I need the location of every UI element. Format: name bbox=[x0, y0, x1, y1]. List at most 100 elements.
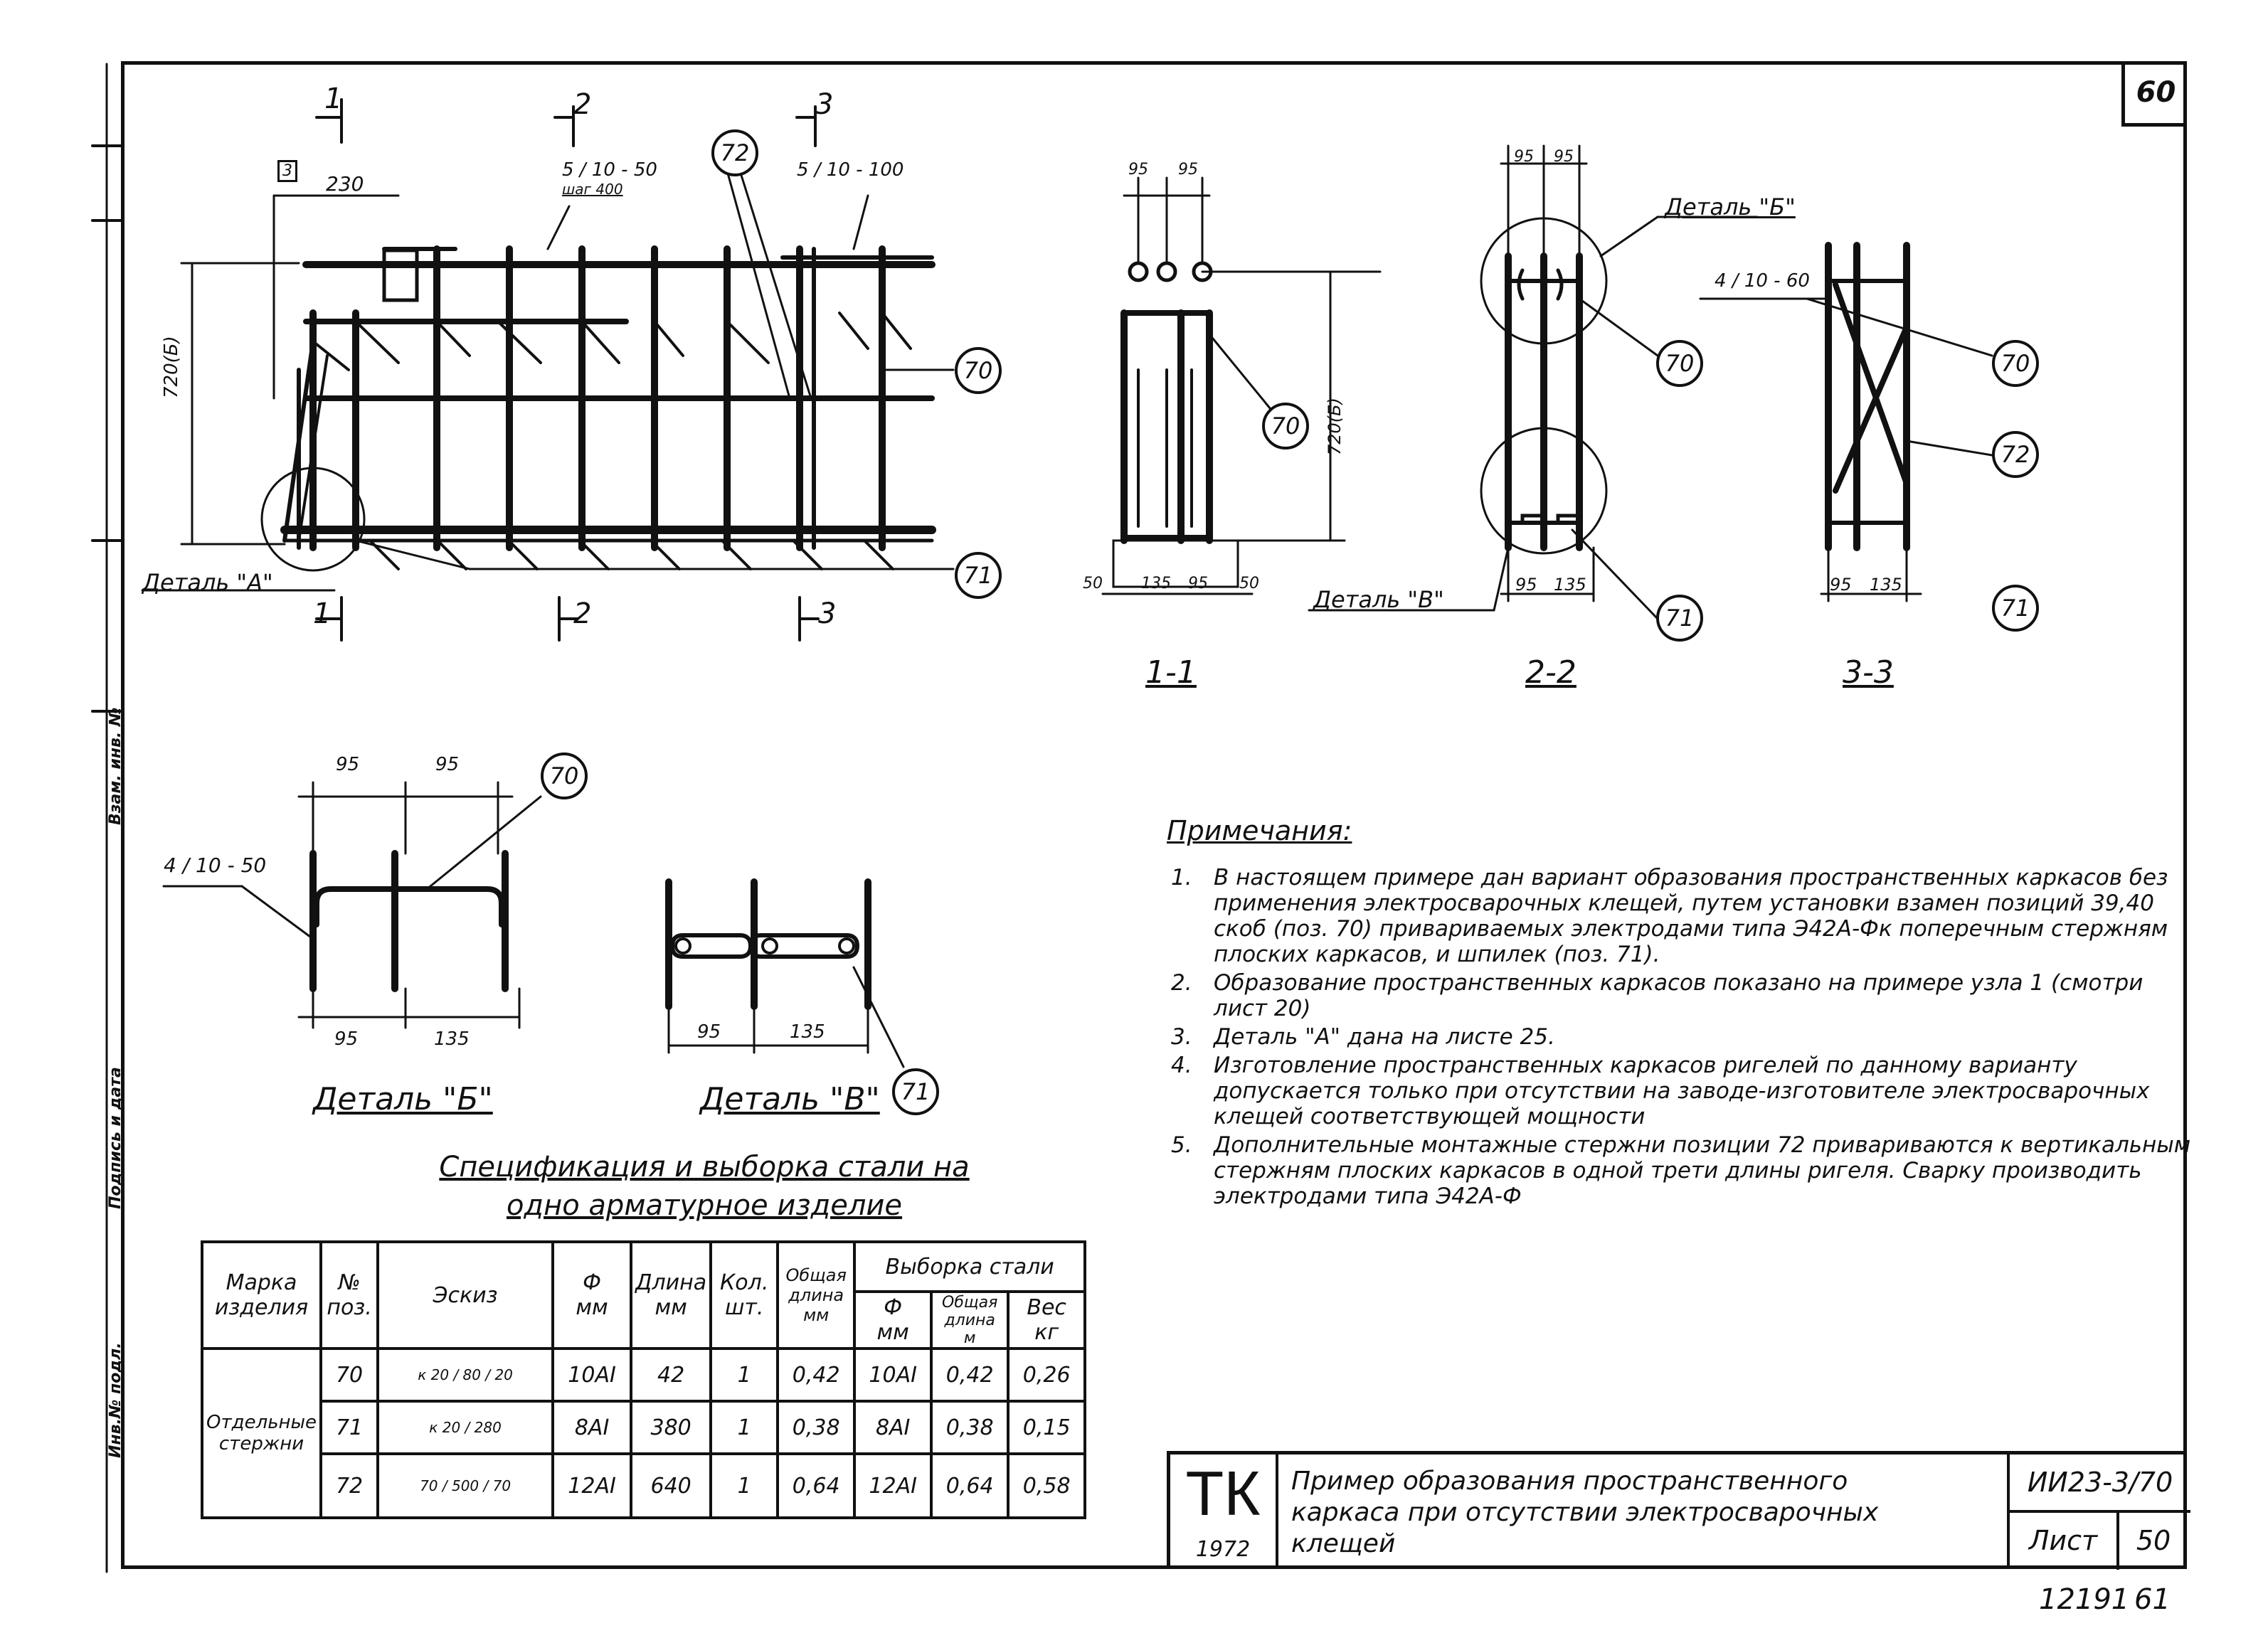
section-mark-3-bottom: 3 bbox=[818, 597, 837, 630]
note-number: 2. bbox=[1171, 970, 1192, 996]
header-selection: Выборка стали bbox=[853, 1240, 1087, 1293]
section-3-dim-bottom-2: 135 bbox=[1870, 575, 1902, 595]
section-mark-1-top: 1 bbox=[324, 83, 343, 115]
notes: Примечания: 1. В настоящем примере дан в… bbox=[1167, 815, 2191, 1212]
notes-title: Примечания: bbox=[1167, 815, 1352, 846]
cell-sel-dia: 12АI bbox=[853, 1452, 933, 1519]
detail-b-bar-label: 4 / 10 - 50 bbox=[164, 853, 267, 877]
header-sel-dia-label: Ф bbox=[884, 1295, 903, 1320]
note-text: Деталь "А" дана на листе 25. bbox=[1214, 1024, 1555, 1050]
bar-label-1: 5 / 10 - 50 bbox=[562, 159, 657, 181]
note-number: 3. bbox=[1171, 1024, 1192, 1050]
section-mark-3-top: 3 bbox=[815, 88, 834, 121]
bar-label-1-sub: шаг 400 bbox=[562, 181, 623, 198]
title-block-title: Пример образования пространственного кар… bbox=[1291, 1467, 1879, 1558]
note-item: 5. Дополнительные монтажные стержни пози… bbox=[1167, 1132, 2191, 1209]
detail-b-dim-bottom-1: 95 bbox=[334, 1028, 359, 1050]
bar-label-2: 5 / 10 - 100 bbox=[797, 159, 904, 181]
mark-box: 3 bbox=[277, 160, 297, 182]
bottom-page-number: 61 bbox=[2134, 1583, 2171, 1616]
header-dia: Ф мм bbox=[551, 1240, 633, 1350]
bubble-72-elevation: 72 bbox=[711, 129, 758, 176]
bottom-stamp: 12191 bbox=[2039, 1583, 2130, 1616]
note-number: 5. bbox=[1171, 1132, 1192, 1158]
section-mark-1-bottom: 1 bbox=[313, 597, 332, 630]
section-1-dim-bottom-3: 95 bbox=[1188, 575, 1208, 592]
cell-total: 0,64 bbox=[776, 1452, 857, 1519]
dim-height-elevation: 720(Б) bbox=[161, 336, 182, 398]
detail-b-drawing bbox=[162, 781, 542, 1029]
title-block-year: 1972 bbox=[1195, 1537, 1251, 1562]
detail-v-dim-bottom-2: 135 bbox=[790, 1021, 825, 1043]
section-1-dim-top-1: 95 bbox=[1128, 161, 1148, 179]
detail-v-dim-bottom-1: 95 bbox=[697, 1021, 721, 1043]
note-text: Дополнительные монтажные стержни позиции… bbox=[1214, 1132, 2191, 1209]
section-2-dim-bottom-2: 135 bbox=[1554, 575, 1586, 595]
note-item: 3. Деталь "А" дана на листе 25. bbox=[1167, 1024, 2191, 1050]
spec-table: Марка изделия № поз. Эскиз Ф мм Длина мм… bbox=[200, 1240, 1087, 1519]
header-pos: № поз. bbox=[319, 1240, 380, 1350]
section-mark-2-bottom: 2 bbox=[573, 597, 592, 630]
cell-dia: 10АI bbox=[551, 1347, 633, 1403]
section-2-detail-v-label: Деталь "В" bbox=[1313, 586, 1444, 613]
table-row: 72 70 / 500 / 70 12АI 640 1 0,64 12АI 0,… bbox=[202, 1452, 1087, 1519]
bubble-71-elevation: 71 bbox=[955, 552, 1002, 599]
title-block-right: ИИ23-3/70 Лист 50 bbox=[2007, 1454, 2190, 1570]
cell-dia: 12АI bbox=[551, 1452, 633, 1519]
header-qty: Кол. шт. bbox=[709, 1240, 780, 1350]
cell-qty: 1 bbox=[709, 1400, 780, 1455]
header-total-length-label: Общая длина bbox=[785, 1265, 847, 1305]
sheet-frame bbox=[121, 61, 2187, 1569]
section-2-2-drawing bbox=[1308, 144, 1759, 620]
detail-b-caption: Деталь "Б" bbox=[313, 1081, 493, 1117]
cell-qty: 1 bbox=[709, 1347, 780, 1403]
cell-weight: 0,58 bbox=[1007, 1452, 1087, 1519]
header-sel-dia-unit: мм bbox=[876, 1320, 909, 1345]
section-3-dim-bottom-1: 95 bbox=[1830, 575, 1852, 595]
note-number: 4. bbox=[1171, 1053, 1192, 1078]
cell-sel-length: 0,42 bbox=[930, 1347, 1010, 1403]
section-2-caption: 2-2 bbox=[1525, 654, 1577, 691]
note-item: 1. В настоящем примере дан вариант образ… bbox=[1167, 865, 2191, 967]
note-text: В настоящем примере дан вариант образова… bbox=[1214, 865, 2168, 967]
header-length: Длина мм bbox=[630, 1240, 713, 1350]
section-1-dim-top-2: 95 bbox=[1178, 161, 1198, 179]
cell-sel-length: 0,38 bbox=[930, 1400, 1010, 1455]
note-item: 4. Изготовление пространственных каркасо… bbox=[1167, 1053, 2191, 1129]
header-mark: Марка изделия bbox=[200, 1240, 323, 1350]
section-1-dim-bottom-1: 50 bbox=[1083, 575, 1103, 592]
spec-title-line-2: одно арматурное изделие bbox=[506, 1189, 903, 1222]
cell-length: 640 bbox=[630, 1452, 713, 1519]
bubble-70-elevation: 70 bbox=[955, 347, 1002, 394]
table-row: 71 к 20 / 280 8АI 380 1 0,38 8АI 0,38 0,… bbox=[202, 1400, 1087, 1455]
detail-b-dim-top-1: 95 bbox=[336, 754, 360, 775]
detail-b-dim-bottom-2: 135 bbox=[434, 1028, 470, 1050]
note-text: Образование пространственных каркасов по… bbox=[1214, 970, 2144, 1021]
cell-sel-dia: 10АI bbox=[853, 1347, 933, 1403]
cell-sketch: к 20 / 280 bbox=[376, 1400, 555, 1455]
section-mark-2-top: 2 bbox=[573, 88, 592, 121]
title-block-sheet-number: 50 bbox=[2136, 1525, 2171, 1556]
header-sel-dia: Ф мм bbox=[853, 1290, 933, 1350]
header-sel-length-label: Общая длина bbox=[942, 1293, 998, 1329]
header-length-label: Длина bbox=[635, 1270, 707, 1295]
title-block-org-cell: ТК 1972 bbox=[1170, 1454, 1278, 1569]
cell-sel-dia: 8АI bbox=[853, 1400, 933, 1455]
header-sketch: Эскиз bbox=[376, 1240, 555, 1350]
org-logo: ТК bbox=[1185, 1458, 1261, 1528]
table-row: Отдельные стержни 70 к 20 / 80 / 20 10АI… bbox=[200, 1347, 1087, 1519]
detail-b-dim-top-2: 95 bbox=[435, 754, 460, 775]
section-1-dim-bottom-2: 135 bbox=[1141, 575, 1171, 592]
cell-weight: 0,26 bbox=[1007, 1347, 1087, 1403]
header-dia-label: Ф bbox=[583, 1270, 601, 1295]
cell-weight: 0,15 bbox=[1007, 1400, 1087, 1455]
cell-total: 0,42 bbox=[776, 1347, 857, 1403]
section-1-dim-height: 720(Б) bbox=[1325, 398, 1345, 455]
header-qty-label: Кол. bbox=[719, 1270, 769, 1295]
note-number: 1. bbox=[1171, 865, 1192, 890]
section-1-1-drawing bbox=[1101, 176, 1382, 595]
bubble-71-detail-v: 71 bbox=[892, 1068, 939, 1115]
cell-pos: 72 bbox=[319, 1452, 380, 1519]
bubble-71-section-3: 71 bbox=[1992, 585, 2039, 632]
bubble-70-section-2: 70 bbox=[1656, 340, 1703, 387]
